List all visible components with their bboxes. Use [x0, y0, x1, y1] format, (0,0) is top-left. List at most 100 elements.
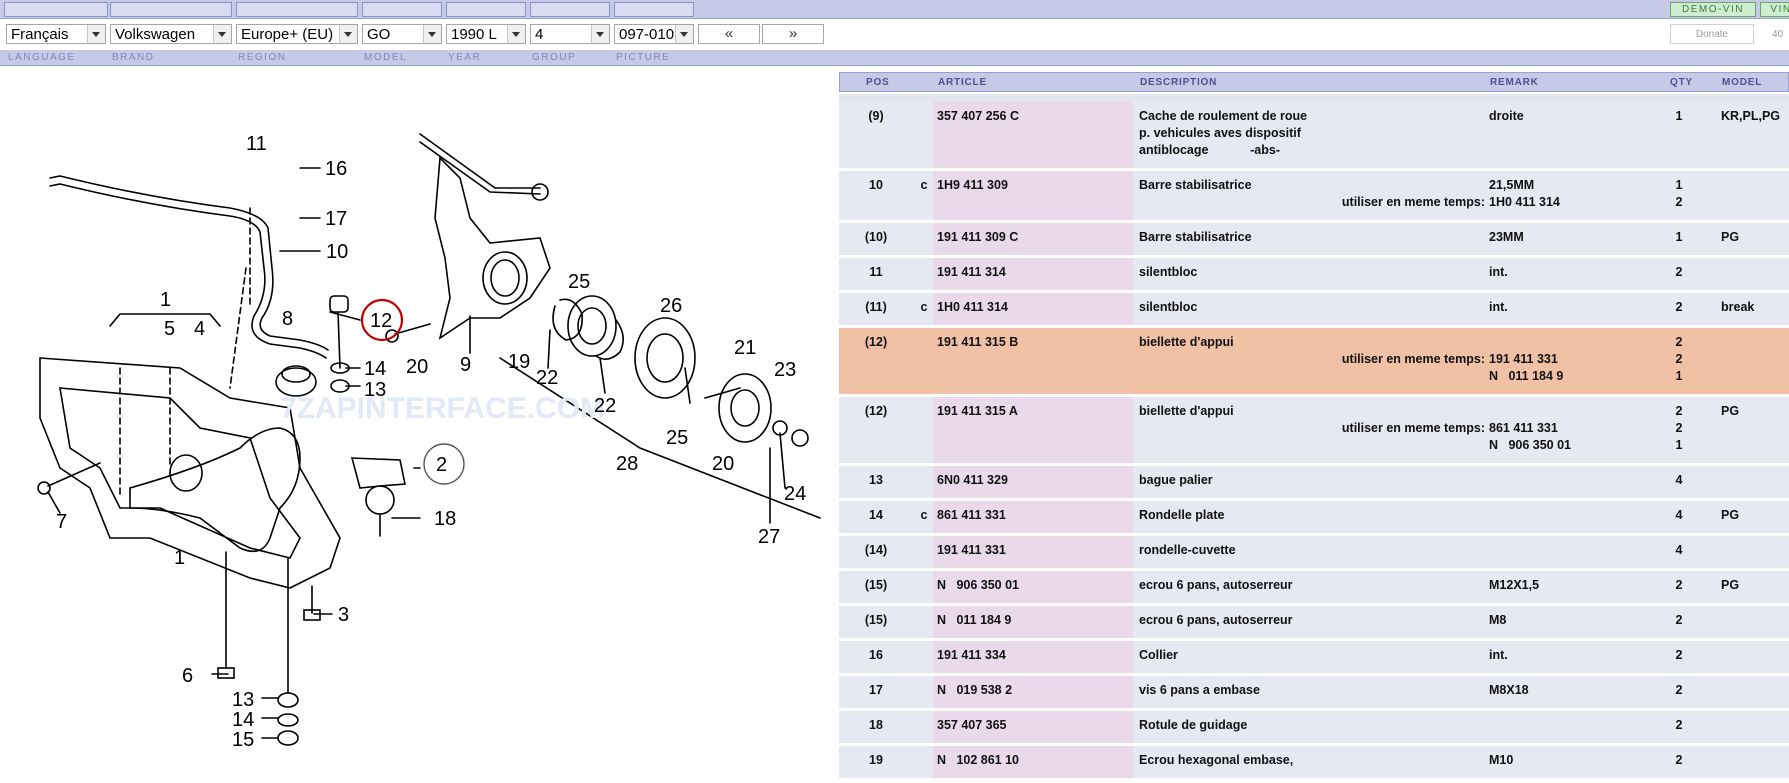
- callout-10[interactable]: 10: [326, 241, 348, 263]
- cell-article: N 011 184 9: [937, 613, 1012, 627]
- callout-22[interactable]: 22: [536, 367, 558, 389]
- callout-20[interactable]: 20: [406, 356, 428, 378]
- cell-pos: (12): [864, 335, 888, 349]
- cell-note: utiliser en meme temps:: [1341, 421, 1485, 435]
- callout-18[interactable]: 18: [434, 508, 456, 530]
- brand-value: Volkswagen: [115, 26, 196, 43]
- callout-9[interactable]: 9: [460, 354, 471, 376]
- cell-article: 191 411 309 C: [937, 230, 1019, 244]
- next-picture-button[interactable]: »: [762, 24, 824, 44]
- year-select[interactable]: 1990 L: [446, 24, 526, 44]
- header-remark[interactable]: REMARK: [1490, 77, 1539, 88]
- callout-13[interactable]: 13: [364, 379, 386, 401]
- selector-bar: Français Volkswagen Europe+ (EU) GO 1990…: [0, 20, 1789, 48]
- callout-15[interactable]: 15: [232, 729, 254, 751]
- callout-2[interactable]: 2: [436, 454, 447, 476]
- cell-description: biellette d'appui: [1139, 404, 1234, 418]
- donate-button[interactable]: Donate: [1670, 24, 1754, 44]
- cell-description: p. vehicules aves dispositif: [1139, 126, 1301, 140]
- cell-pos: 13: [869, 473, 883, 487]
- cell-pos: (11): [865, 300, 887, 314]
- cell-model: PG: [1721, 578, 1740, 592]
- model-select[interactable]: GO: [362, 24, 442, 44]
- header-article[interactable]: ARTICLE: [938, 77, 987, 88]
- label-language: LANGUAGE: [8, 52, 76, 63]
- callout-25[interactable]: 25: [568, 271, 590, 293]
- toolbar-tab-2[interactable]: [110, 2, 232, 17]
- callout-23[interactable]: 23: [774, 359, 796, 381]
- callout-19[interactable]: 19: [508, 351, 530, 373]
- picture-select[interactable]: 097-010: [614, 24, 694, 44]
- article-column-bg: [933, 501, 1133, 533]
- callout-7[interactable]: 7: [56, 511, 67, 533]
- callout-1[interactable]: 1: [160, 289, 171, 311]
- cell-pos: 16: [869, 648, 883, 662]
- prev-picture-button[interactable]: «: [698, 24, 760, 44]
- cell-description: silentbloc: [1139, 265, 1198, 279]
- cell-article: 191 411 315 B: [937, 335, 1019, 349]
- vin-button[interactable]: VIN: [1760, 2, 1789, 17]
- region-select[interactable]: Europe+ (EU): [236, 24, 358, 44]
- callout-28[interactable]: 28: [616, 453, 638, 475]
- group-select[interactable]: 4: [530, 24, 610, 44]
- toolbar-tab-6[interactable]: [530, 2, 610, 17]
- callout-22-lower[interactable]: 22: [594, 395, 616, 417]
- cell-flag: c: [920, 178, 928, 192]
- toolbar-tab-4[interactable]: [362, 2, 442, 17]
- callout-25-lower[interactable]: 25: [666, 427, 688, 449]
- callout-24[interactable]: 24: [784, 483, 806, 505]
- callout-20-lower[interactable]: 20: [712, 453, 734, 475]
- toolbar-tab-5[interactable]: [446, 2, 526, 17]
- toolbar-tab-7[interactable]: [614, 2, 694, 17]
- callout-6[interactable]: 6: [182, 665, 193, 687]
- article-column-bg: [933, 711, 1133, 743]
- toolbar-tab-1[interactable]: [4, 2, 108, 17]
- callout-27[interactable]: 27: [758, 526, 780, 548]
- parts-diagram-svg[interactable]: 7ZAPINTERFACE.COM 11 16 17 10 1 5 4 8 12…: [0, 68, 835, 783]
- callout-21[interactable]: 21: [734, 337, 756, 359]
- cell-article: 1H9 411 309: [937, 178, 1008, 192]
- demo-vin-button[interactable]: DEMO-VIN: [1670, 2, 1756, 17]
- callout-12[interactable]: 12: [370, 310, 392, 332]
- callout-1-lower[interactable]: 1: [174, 547, 185, 569]
- header-model[interactable]: MODEL: [1722, 77, 1763, 88]
- callout-13-bottom[interactable]: 13: [232, 689, 254, 711]
- header-description[interactable]: DESCRIPTION: [1140, 77, 1218, 88]
- callout-11[interactable]: 11: [246, 133, 267, 155]
- cell-qty: 1: [1675, 438, 1683, 452]
- brand-select[interactable]: Volkswagen: [110, 24, 232, 44]
- language-select[interactable]: Français: [6, 24, 106, 44]
- cell-pos: 18: [869, 718, 883, 732]
- cell-description: Collier: [1139, 648, 1178, 662]
- callout-5[interactable]: 5: [164, 318, 175, 340]
- toolbar-tab-3[interactable]: [236, 2, 358, 17]
- callout-14-bottom[interactable]: 14: [232, 709, 254, 731]
- callout-4[interactable]: 4: [194, 318, 205, 340]
- header-pos[interactable]: POS: [866, 77, 890, 88]
- callout-26[interactable]: 26: [660, 295, 682, 317]
- header-qty[interactable]: QTY: [1670, 77, 1693, 88]
- callout-8[interactable]: 8: [282, 308, 293, 330]
- callout-16[interactable]: 16: [325, 158, 347, 180]
- cell-description: Rondelle plate: [1139, 508, 1225, 522]
- callout-17[interactable]: 17: [325, 208, 347, 230]
- callout-3[interactable]: 3: [338, 604, 349, 626]
- parts-diagram[interactable]: 7ZAPINTERFACE.COM 11 16 17 10 1 5 4 8 12…: [0, 68, 835, 783]
- callout-14[interactable]: 14: [364, 358, 386, 380]
